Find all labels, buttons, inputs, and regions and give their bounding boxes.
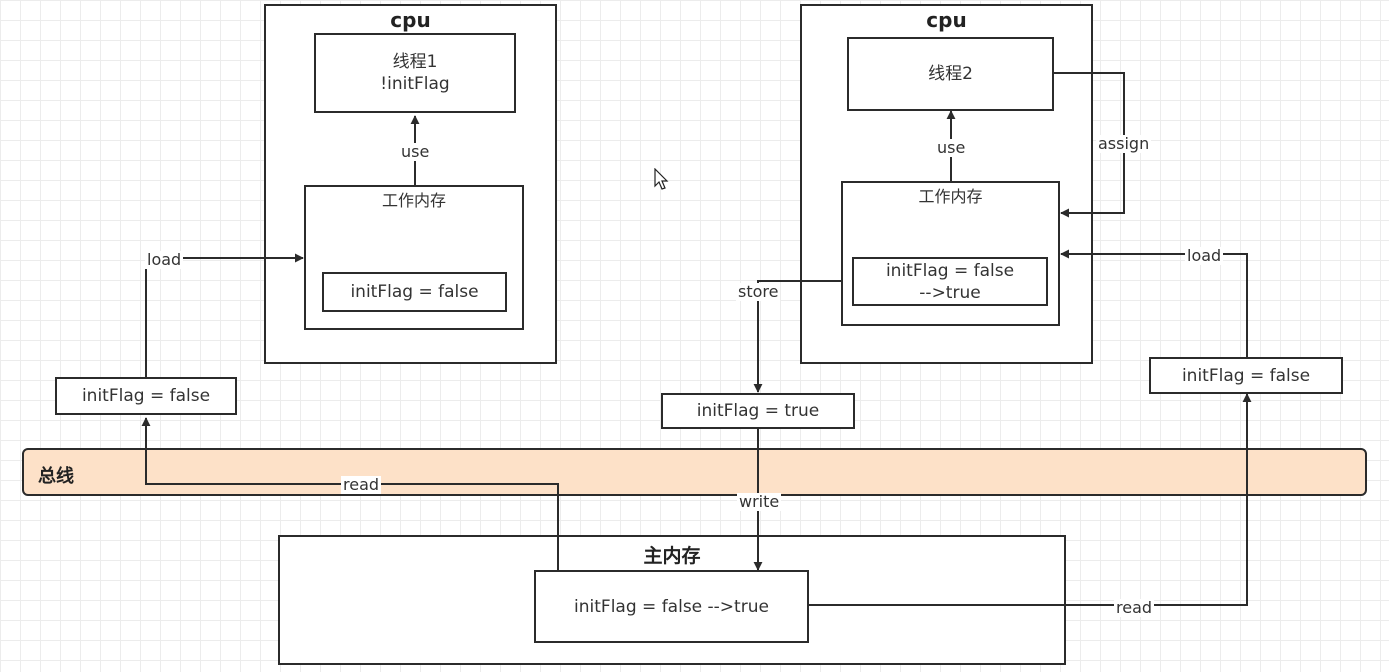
thread2-box: 线程2 <box>847 37 1054 111</box>
cpu-right-title: cpu <box>926 8 967 32</box>
work-memory-left-var: initFlag = false <box>322 272 507 312</box>
transfer-box-right: initFlag = false <box>1149 357 1343 394</box>
label-load-left: load <box>145 250 184 269</box>
work-memory-right-var-new: -->true <box>919 282 981 303</box>
label-read-left: read <box>341 475 382 494</box>
read-right-arrow <box>808 393 1252 606</box>
main-memory-var: initFlag = false -->true <box>534 570 809 643</box>
label-store: store <box>736 282 781 301</box>
store-arrow <box>753 280 852 393</box>
main-memory-title: 主内存 <box>643 545 701 567</box>
bus-label: 总线 <box>38 466 74 487</box>
load-right-arrow <box>1060 249 1248 357</box>
read-left-arrow <box>141 417 559 570</box>
thread1-name: 线程1 <box>392 52 438 72</box>
main-memory-frame: 主内存 <box>278 535 1066 665</box>
label-use-left: use <box>399 142 432 161</box>
load-left-arrow <box>145 253 304 377</box>
thread1-box: 线程1 !initFlag <box>314 33 516 113</box>
work-memory-right-title: 工作内存 <box>918 187 983 206</box>
label-assign: assign <box>1096 134 1152 153</box>
transfer-box-middle: initFlag = true <box>661 393 855 429</box>
label-use-right: use <box>935 138 968 157</box>
bus-bar: 总线 <box>22 448 1367 496</box>
label-write: write <box>737 492 782 511</box>
label-load-right: load <box>1185 246 1224 265</box>
work-memory-right-var: initFlag = false -->true <box>852 257 1048 306</box>
work-memory-right-var-old: initFlag = false <box>885 260 1015 281</box>
work-memory-left-title: 工作内存 <box>381 191 446 210</box>
cpu-left-title: cpu <box>390 8 431 32</box>
label-read-right: read <box>1114 598 1155 617</box>
thread1-condition: !initFlag <box>380 74 450 94</box>
transfer-box-left: initFlag = false <box>55 377 237 415</box>
mouse-cursor-icon <box>654 168 669 190</box>
